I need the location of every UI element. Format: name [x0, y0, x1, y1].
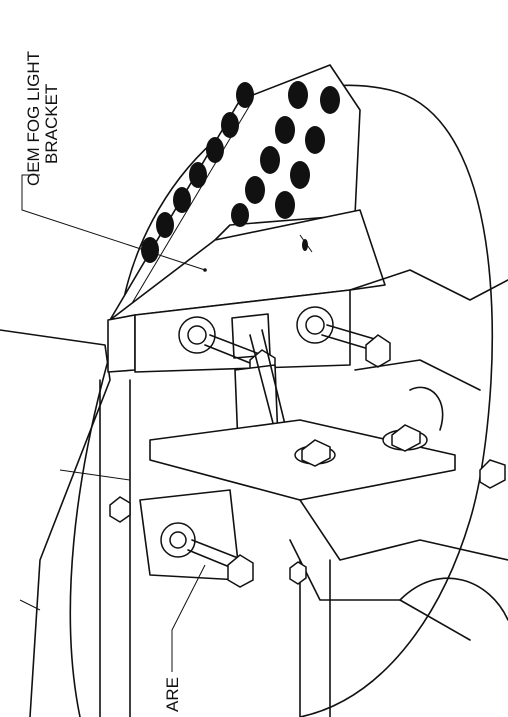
fog-bracket-label-line1: OEM FOG LIGHT [24, 50, 43, 186]
horizontal-plate [149, 419, 456, 501]
lower-bracket [99, 379, 331, 717]
grille-holes [141, 81, 340, 263]
grille-panel [109, 64, 361, 331]
fog-bracket-label-line2: BRACKET [42, 83, 61, 164]
fog-bracket-leader [21, 174, 206, 271]
bumper-edge [0, 329, 111, 717]
hardware-label: ARE [163, 677, 182, 712]
hardware-leader [171, 564, 206, 672]
chassis-frame [289, 269, 508, 641]
bumper-contour [19, 469, 131, 611]
